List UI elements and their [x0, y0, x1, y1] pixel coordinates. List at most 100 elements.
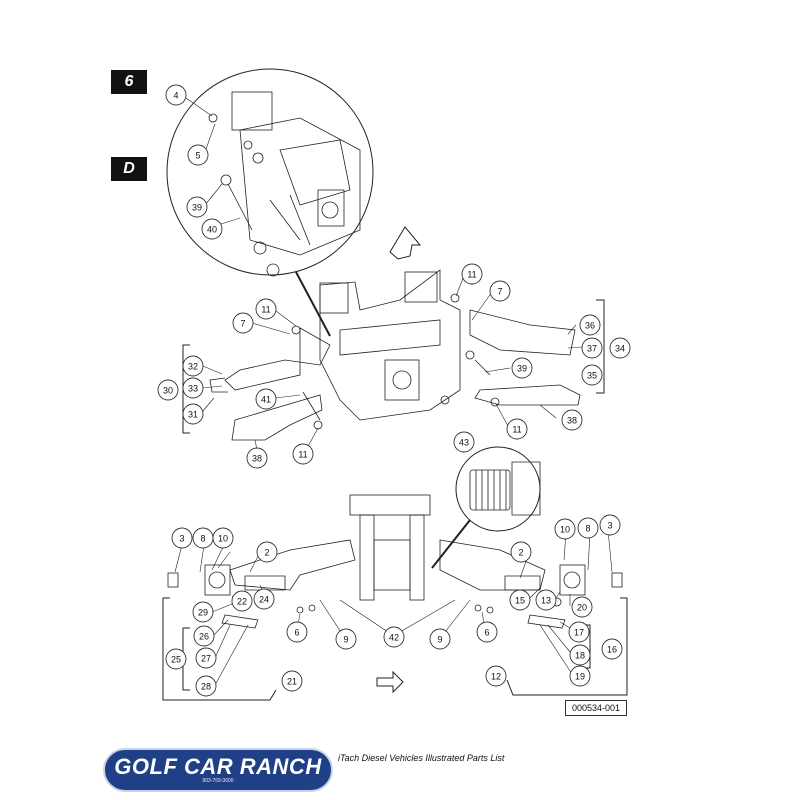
callout-bubble — [246, 447, 268, 469]
logo-phone: 903-769-3600 — [202, 778, 234, 784]
rear-suspension-assembly — [167, 494, 623, 629]
callout-number: 8 — [200, 534, 205, 544]
callout-bubble — [579, 314, 601, 336]
callout-number: 33 — [188, 384, 198, 394]
callout-bubble — [253, 588, 275, 610]
callout-26: 26 — [193, 625, 215, 647]
callout-bubble — [510, 541, 532, 563]
section-tab: 6 — [111, 70, 147, 94]
callout-bubble — [581, 337, 603, 359]
callout-number: 39 — [192, 203, 202, 213]
callout-number: 24 — [259, 595, 269, 605]
callout-bubble — [535, 589, 557, 611]
callout-20: 20 — [571, 596, 593, 618]
callout-number: 9 — [437, 635, 442, 645]
footer-title: iTach Diesel Vehicles Illustrated Parts … — [338, 753, 505, 763]
spline-detail-circle — [455, 446, 541, 532]
callout-8: 8 — [577, 517, 599, 539]
callout-11: 11 — [506, 418, 528, 440]
callout-bubble — [192, 601, 214, 623]
callout-bubble — [453, 431, 475, 453]
callout-number: 6 — [294, 628, 299, 638]
callout-bubble — [182, 403, 204, 425]
callout-15: 15 — [509, 589, 531, 611]
callout-17: 17 — [568, 621, 590, 643]
callout-21: 21 — [281, 670, 303, 692]
callout-bubble — [171, 527, 193, 549]
callout-number: 35 — [587, 371, 597, 381]
callout-number: 15 — [515, 596, 525, 606]
callout-bubble — [182, 355, 204, 377]
callout-bubble — [165, 84, 187, 106]
callout-bubble — [569, 644, 591, 666]
callout-number: 2 — [264, 548, 269, 558]
callout-number: 13 — [541, 596, 551, 606]
callout-37: 37 — [581, 337, 603, 359]
callout-5: 5 — [187, 144, 209, 166]
golf-car-ranch-logo: GOLF CAR RANCH 903-769-3600 — [103, 748, 333, 792]
callout-number: 42 — [389, 633, 399, 643]
callout-number: 21 — [287, 677, 297, 687]
callout-bubble — [286, 621, 308, 643]
callout-number: 10 — [218, 534, 228, 544]
callout-36: 36 — [579, 314, 601, 336]
callout-11: 11 — [292, 443, 314, 465]
callout-number: 2 — [518, 548, 523, 558]
callout-bubble — [201, 218, 223, 240]
callout-32: 32 — [182, 355, 204, 377]
callout-bubble — [489, 280, 511, 302]
callout-41: 41 — [255, 388, 277, 410]
callout-number: 11 — [261, 305, 270, 315]
callout-bubble — [609, 337, 631, 359]
callout-bubble — [256, 541, 278, 563]
callout-bubble — [193, 625, 215, 647]
detail-magnifier-circle — [166, 68, 374, 276]
callout-8: 8 — [192, 527, 214, 549]
callout-bubble — [195, 675, 217, 697]
callout-18: 18 — [569, 644, 591, 666]
callout-bubble — [281, 670, 303, 692]
callout-12: 12 — [485, 665, 507, 687]
callout-bubble — [231, 590, 253, 612]
callout-number: 37 — [587, 344, 597, 354]
callout-bubble — [383, 626, 405, 648]
callout-35: 35 — [581, 364, 603, 386]
callout-number: 22 — [237, 597, 247, 607]
callout-bubble — [195, 647, 217, 669]
callout-number: 27 — [201, 654, 211, 664]
callout-42: 42 — [383, 626, 405, 648]
callout-number: 25 — [171, 655, 181, 665]
callout-number: 19 — [575, 672, 585, 682]
callout-bubble — [577, 517, 599, 539]
callout-number: 12 — [491, 672, 501, 682]
callout-bubble — [187, 144, 209, 166]
callout-13: 13 — [535, 589, 557, 611]
callout-11: 11 — [255, 298, 277, 320]
callout-bubble — [568, 621, 590, 643]
detail-frame-drawing — [208, 91, 361, 277]
callout-19: 19 — [569, 665, 591, 687]
callout-10: 10 — [212, 527, 234, 549]
callout-number: 6 — [484, 628, 489, 638]
callout-bubble — [212, 527, 234, 549]
callout-7: 7 — [232, 312, 254, 334]
callout-number: 18 — [575, 651, 585, 661]
callout-number: 36 — [585, 321, 595, 331]
callout-7: 7 — [489, 280, 511, 302]
callout-number: 10 — [560, 525, 570, 535]
callout-39: 39 — [511, 357, 533, 379]
callout-33: 33 — [182, 377, 204, 399]
callout-number: 28 — [201, 682, 211, 692]
callout-39: 39 — [186, 196, 208, 218]
callout-22: 22 — [231, 590, 253, 612]
callout-bubble — [255, 388, 277, 410]
callout-34: 34 — [609, 337, 631, 359]
callout-10: 10 — [554, 518, 576, 540]
callout-bubble — [509, 589, 531, 611]
callout-bubble — [255, 298, 277, 320]
callout-bubble — [601, 638, 623, 660]
callout-number: 17 — [574, 628, 584, 638]
callout-38: 38 — [561, 409, 583, 431]
callout-9: 9 — [335, 628, 357, 650]
